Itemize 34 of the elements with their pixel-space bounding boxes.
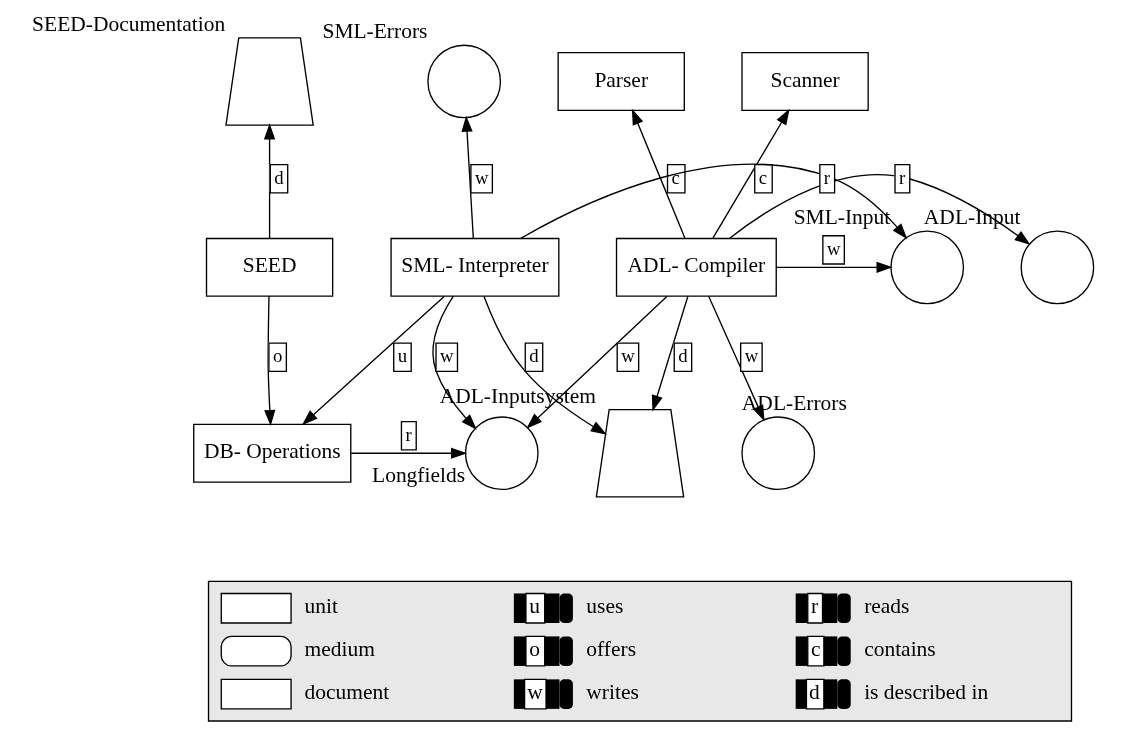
label: c bbox=[811, 637, 821, 662]
edge-label: r bbox=[405, 423, 412, 445]
edge-label: c bbox=[758, 166, 768, 188]
legend-label: document bbox=[304, 680, 390, 705]
edge-label: w bbox=[621, 345, 635, 367]
legend-label: uses bbox=[586, 594, 624, 619]
legend-label: contains bbox=[864, 637, 936, 662]
edge-label: o bbox=[272, 345, 283, 367]
edge-label: w bbox=[440, 345, 454, 367]
legend-label: offers bbox=[586, 637, 637, 662]
edge-label: c bbox=[671, 166, 680, 188]
edge-label: r bbox=[823, 166, 831, 188]
label: o bbox=[529, 637, 541, 662]
legend-label: reads bbox=[864, 594, 910, 619]
label: u bbox=[529, 594, 541, 619]
node-label: SML-Errors bbox=[322, 19, 428, 44]
edge-label: w bbox=[744, 345, 759, 367]
edge-label: d bbox=[274, 166, 284, 188]
label: d bbox=[809, 680, 820, 705]
label: w bbox=[527, 680, 543, 705]
node-label: SEED-Documentation bbox=[32, 11, 226, 36]
legend-label: unit bbox=[304, 594, 338, 619]
edge-label: u bbox=[397, 345, 408, 367]
legend-label: medium bbox=[304, 637, 375, 662]
label: r bbox=[811, 594, 819, 619]
legend-label: is described in bbox=[864, 680, 989, 705]
edge-label: w bbox=[826, 237, 841, 259]
edge-label: d bbox=[529, 345, 539, 367]
node-label: SML-Input bbox=[793, 205, 891, 230]
edge-label: w bbox=[474, 166, 489, 188]
edge-label: d bbox=[678, 345, 688, 367]
legend-label: writes bbox=[586, 680, 639, 705]
edge-label: r bbox=[899, 166, 906, 188]
node-label: Longfields bbox=[372, 463, 466, 488]
